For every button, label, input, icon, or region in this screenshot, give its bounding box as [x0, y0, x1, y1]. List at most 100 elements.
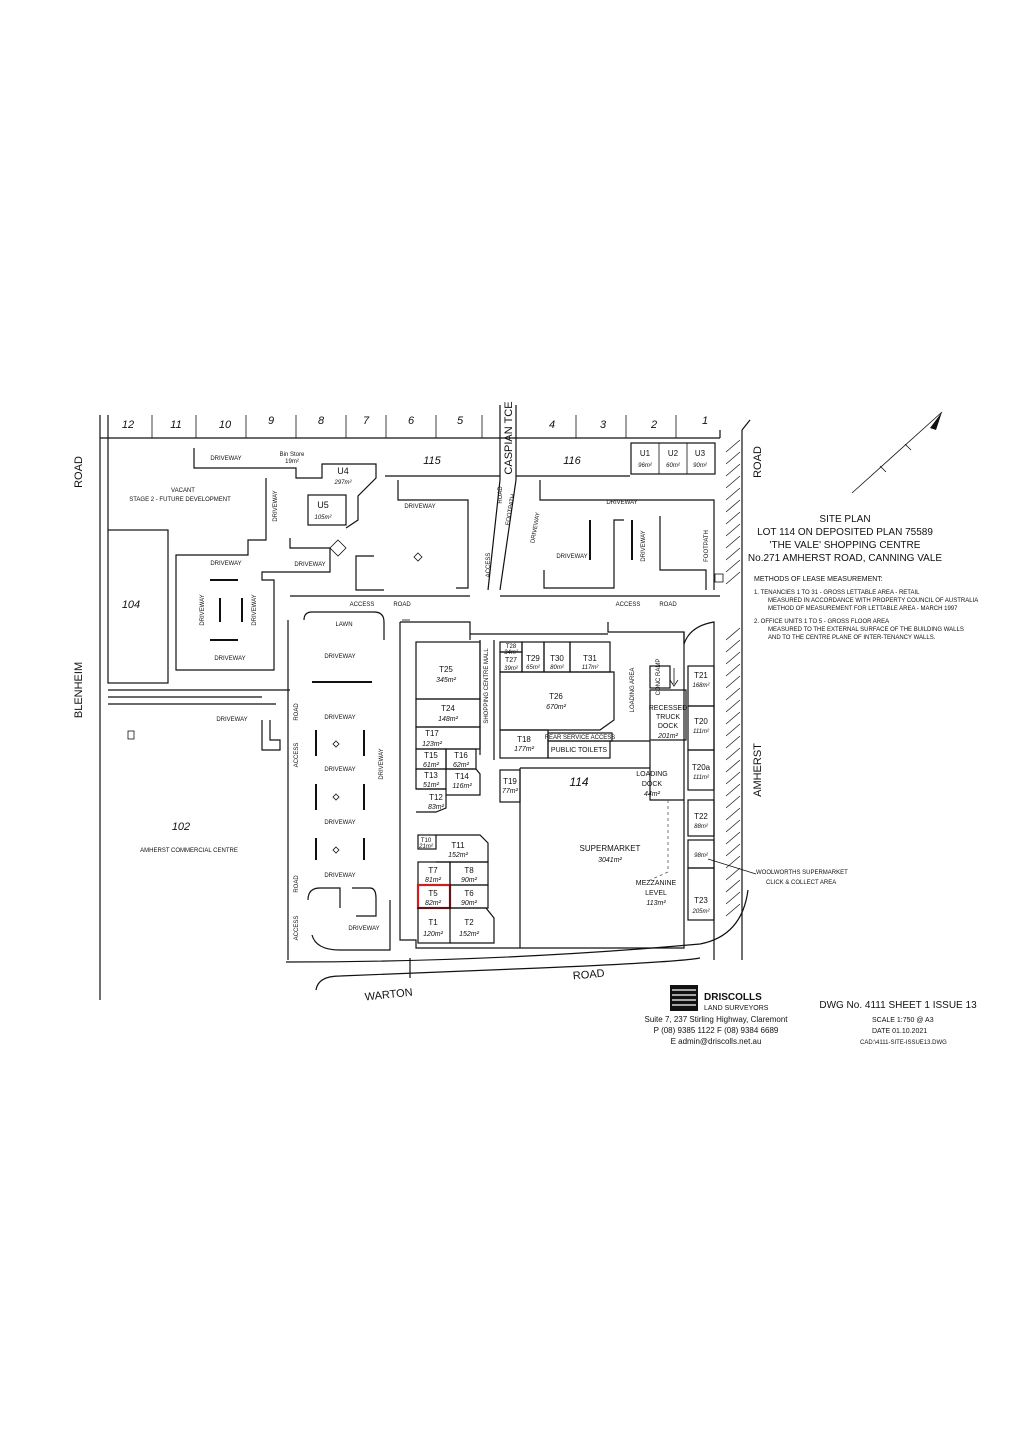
tenancy-t8-id: T8 — [464, 866, 474, 875]
conc-ramp-label: CONC RAMP — [656, 659, 662, 696]
tenancy-t6-id: T6 — [464, 889, 474, 898]
access-label: ACCESS — [486, 553, 492, 578]
unit-u5-area: 105m² — [314, 515, 332, 521]
tenancy-t26-area: 670m² — [546, 704, 567, 711]
tenancy-t19-id: T19 — [503, 777, 517, 786]
ww-click-collect-area: 98m² — [694, 853, 709, 859]
tenancy-t2-id: T2 — [464, 918, 474, 927]
rear-service-label: REAR SERVICE ACCESS — [545, 735, 616, 741]
road-label: ROAD — [294, 875, 300, 893]
lot-6: 6 — [408, 415, 415, 427]
tenancy-t26-id: T26 — [549, 692, 563, 701]
blenheim-label: BLENHEIM — [73, 662, 85, 718]
lot-4: 4 — [549, 419, 555, 431]
tenancy-t20a-area: 111m² — [693, 775, 710, 781]
amherst-commercial-label: AMHERST COMMERCIAL CENTRE — [140, 848, 238, 854]
main-building: SHOPPING CENTRE MALL T25 345m² T24 148m²… — [399, 619, 848, 960]
company-email: E admin@driscolls.net.au — [671, 1037, 762, 1046]
northwest-carpark: DRIVEWAY Bin Store 19m² U4 297m² U5 105m… — [129, 448, 377, 671]
mezzanine-label: MEZZANINE — [636, 880, 677, 887]
tenancy-t23-id: T23 — [694, 896, 708, 905]
road-label: ROAD — [498, 486, 504, 504]
driveway-label: DRIVEWAY — [606, 500, 637, 506]
tenancy-t21-area: 168m² — [692, 683, 710, 689]
tenancy-t11-area: 152m² — [448, 852, 469, 859]
tenancy-t14-id: T14 — [455, 772, 469, 781]
caspian-tce-label: CASPIAN TCE — [503, 401, 515, 474]
driveway-label: DRIVEWAY — [348, 926, 379, 932]
top-lots: 12 11 10 9 8 7 6 5 4 3 2 1 — [99, 415, 721, 1000]
method-1-a: 1. TENANCIES 1 TO 31 - GROSS LETTABLE AR… — [754, 590, 920, 596]
tenancy-t25-area: 345m² — [436, 677, 457, 684]
method-1-c: METHOD OF MEASUREMENT FOR LETTABLE AREA … — [768, 606, 958, 612]
driveway-label: DRIVEWAY — [379, 748, 385, 779]
road-label: ROAD — [659, 602, 677, 608]
unit-u5-id: U5 — [317, 500, 329, 510]
driveway-label: DRIVEWAY — [210, 561, 241, 567]
tenancy-t18-id: T18 — [517, 735, 531, 744]
tenancy-t30-id: T30 — [550, 654, 564, 663]
office-units-u1-u3: U1 96m² U2 60m² U3 90m² — [630, 442, 716, 475]
tenancy-t30-area: 80m² — [550, 665, 565, 671]
dwg-number: DWG No. 4111 SHEET 1 ISSUE 13 — [819, 1000, 977, 1011]
driveway-label: DRIVEWAY — [200, 594, 206, 625]
method-2-b: MEASURED TO THE EXTERNAL SURFACE OF THE … — [768, 627, 964, 633]
title-line-1: SITE PLAN — [819, 514, 870, 525]
unit-u1-id: U1 — [640, 449, 651, 458]
amherst-label: AMHERST — [752, 743, 764, 797]
unit-u3-area: 90m² — [693, 463, 708, 469]
warton-road-label: ROAD — [572, 968, 605, 983]
lot-11: 11 — [170, 419, 181, 431]
truck-label: TRUCK — [656, 714, 680, 721]
warton-label: WARTON — [364, 987, 413, 1004]
access-label: ACCESS — [616, 602, 641, 608]
lot-114: 114 — [569, 775, 588, 789]
drawing-info: DWG No. 4111 SHEET 1 ISSUE 13 SCALE 1:75… — [819, 1000, 977, 1046]
company-sub: LAND SURVEYORS — [704, 1005, 769, 1012]
public-toilets-label: PUBLIC TOILETS — [551, 747, 607, 754]
tenancy-t1-area: 120m² — [423, 931, 444, 938]
shopping-mall-label: SHOPPING CENTRE MALL — [484, 648, 490, 724]
lot-102: 102 — [172, 821, 190, 833]
unit-u2-id: U2 — [668, 449, 679, 458]
tenancy-t12-area: 83m² — [428, 804, 445, 811]
north-centre-carpark: DRIVEWAY ACCESS ROAD ACCESS ROAD FOOTPAT… — [290, 480, 517, 608]
lot-10: 10 — [219, 419, 232, 431]
company-address: Suite 7, 237 Stirling Highway, Claremont — [644, 1015, 788, 1024]
driveway-label: DRIVEWAY — [556, 554, 587, 560]
lot-9: 9 — [268, 415, 274, 427]
west-centre-carpark: LAWN DRIVEWAY DRIVEWAY DRIVEWAY DRIVEWAY… — [287, 611, 391, 960]
driveway-label: DRIVEWAY — [294, 562, 325, 568]
woolworths-label-1: WOOLWORTHS SUPERMARKET — [756, 870, 848, 876]
company-name: DRISCOLLS — [704, 992, 762, 1003]
driveway-label: DRIVEWAY — [216, 717, 247, 723]
amherst-road: ROAD AMHERST — [725, 419, 764, 960]
tenancy-t7-area: 81m² — [425, 877, 442, 884]
methods-heading: METHODS OF LEASE MEASUREMENT: — [754, 576, 883, 583]
driveway-label: DRIVEWAY — [324, 767, 355, 773]
northeast-carpark: DRIVEWAY DRIVEWAY DRIVEWAY DRIVEWAY FOOT… — [500, 480, 724, 608]
driveway-label: DRIVEWAY — [214, 656, 245, 662]
tenancy-t31-id: T31 — [583, 654, 597, 663]
mezzanine-area: 113m² — [646, 900, 666, 907]
vacant-label: VACANT — [171, 488, 195, 494]
tenancy-t13-area: 51m² — [423, 782, 440, 789]
recessed-dock-area: 201m² — [657, 733, 679, 740]
title-line-3: 'THE VALE' SHOPPING CENTRE — [770, 540, 921, 551]
tenancy-t24-area: 148m² — [438, 716, 459, 723]
tenancy-t27-area: 39m² — [504, 666, 519, 672]
tenancy-t10-id: T10 — [421, 838, 432, 844]
tenancy-t24-id: T24 — [441, 704, 455, 713]
caspian-terrace: CASPIAN TCE 115 116 — [385, 401, 630, 591]
tenancy-t28-id: T28 — [506, 644, 517, 650]
tenancy-t22-area: 88m² — [694, 824, 709, 830]
lot-3: 3 — [600, 419, 607, 431]
tenancy-t23-area: 205m² — [691, 909, 710, 915]
lot-1: 1 — [702, 415, 708, 427]
lot-116: 116 — [563, 455, 581, 467]
bin-store-area: 19m² — [285, 459, 299, 465]
recessed-label: RECESSED — [649, 705, 688, 712]
unit-u3-id: U3 — [695, 449, 706, 458]
access-label: ACCESS — [350, 602, 375, 608]
supermarket-area: 3041m² — [598, 857, 622, 864]
